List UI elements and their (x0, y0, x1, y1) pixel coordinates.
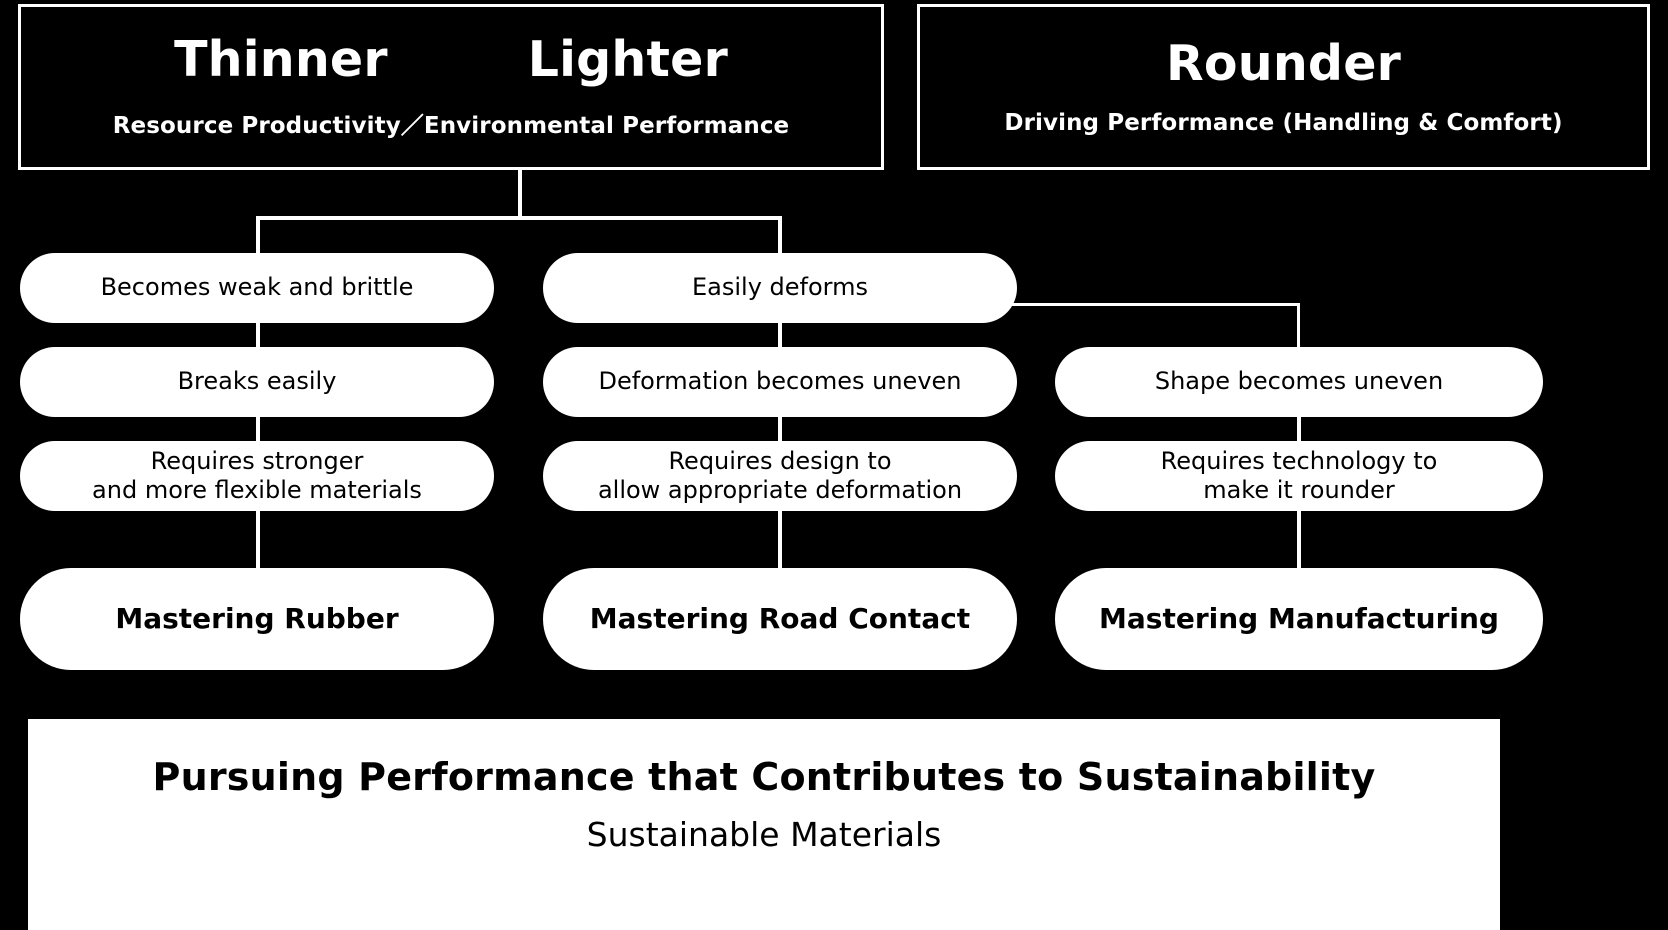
node-requires-design-deformation[interactable]: Requires design to allow appropriate def… (543, 441, 1017, 511)
node-becomes-weak-and-brittle[interactable]: Becomes weak and brittle (20, 253, 494, 323)
header-title-thinner: Thinner (174, 31, 388, 89)
connector-col2-row3-row4 (778, 506, 782, 573)
connector-bracket-drop-col1 (256, 216, 260, 262)
header-box-rounder: Rounder Driving Performance (Handling & … (917, 4, 1650, 170)
connector-col2-row1-row2 (778, 318, 782, 352)
connector-col1-row1-row2 (256, 318, 260, 352)
bottom-banner: Pursuing Performance that Contributes to… (28, 719, 1500, 930)
header-title-group-rounder: Rounder (920, 35, 1647, 93)
banner-subtitle: Sustainable Materials (586, 815, 942, 854)
node-shape-becomes-uneven[interactable]: Shape becomes uneven (1055, 347, 1543, 417)
connector-col3-row3-row4 (1297, 506, 1301, 573)
connector-col2-row2-row3 (778, 412, 782, 446)
node-requires-technology-rounder[interactable]: Requires technology to make it rounder (1055, 441, 1543, 511)
connector-easily-deforms-to-col3-drop (1297, 303, 1300, 353)
connector-col1-row3-row4 (256, 506, 260, 573)
header-box-thinner-lighter: Thinner Lighter Resource Productivity／En… (18, 4, 884, 170)
node-breaks-easily[interactable]: Breaks easily (20, 347, 494, 417)
header-subtitle-resource-productivity: Resource Productivity／Environmental Perf… (112, 112, 790, 139)
header-title-rounder: Rounder (1165, 35, 1402, 93)
header-title-group: Thinner Lighter (21, 31, 881, 89)
connector-col1-row2-row3 (256, 412, 260, 446)
connector-col3-row2-row3 (1297, 412, 1301, 446)
connector-bracket-drop-col2 (778, 216, 782, 262)
node-text-block: Requires stronger and more flexible mate… (92, 446, 422, 504)
node-text-block: Requires technology to make it rounder (1160, 446, 1438, 504)
node-text-block: Requires design to allow appropriate def… (597, 446, 963, 504)
connector-trunk-vertical (518, 170, 522, 220)
node-easily-deforms[interactable]: Easily deforms (543, 253, 1017, 323)
connector-bracket-horizontal (256, 216, 782, 220)
node-requires-stronger-materials[interactable]: Requires stronger and more flexible mate… (20, 441, 494, 511)
node-deformation-becomes-uneven[interactable]: Deformation becomes uneven (543, 347, 1017, 417)
node-mastering-manufacturing[interactable]: Mastering Manufacturing (1055, 568, 1543, 670)
node-mastering-rubber[interactable]: Mastering Rubber (20, 568, 494, 670)
node-mastering-road-contact[interactable]: Mastering Road Contact (543, 568, 1017, 670)
header-subtitle-driving-performance: Driving Performance (Handling & Comfort) (1004, 109, 1563, 136)
connector-easily-deforms-to-col3-horizontal (1000, 303, 1300, 306)
header-title-lighter: Lighter (527, 31, 728, 89)
banner-title: Pursuing Performance that Contributes to… (152, 755, 1376, 799)
